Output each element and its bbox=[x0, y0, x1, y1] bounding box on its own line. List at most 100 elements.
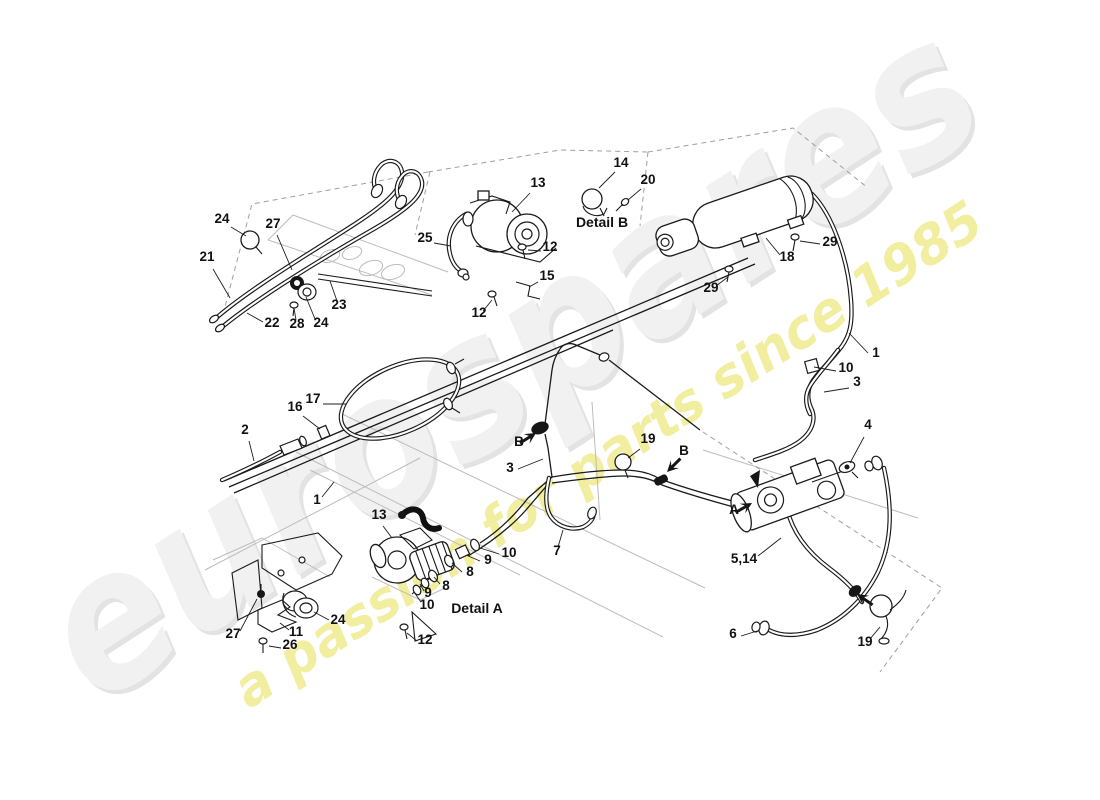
detail-label: Detail A bbox=[451, 600, 503, 616]
callout-leader bbox=[849, 436, 865, 464]
part-callout: 12 bbox=[542, 239, 557, 254]
callout-leader bbox=[268, 645, 282, 649]
callout-leader bbox=[823, 387, 850, 393]
part-callout: 24 bbox=[330, 612, 346, 627]
callout-leader bbox=[813, 366, 837, 372]
part-callout: 27 bbox=[225, 626, 240, 641]
part-callout: 1 bbox=[313, 492, 321, 507]
pipe-bundle bbox=[223, 257, 756, 595]
part-callout: 10 bbox=[501, 545, 516, 560]
pump-assembly-detail-a bbox=[369, 506, 481, 642]
part-callout: 12 bbox=[471, 305, 486, 320]
part-callout: 18 bbox=[779, 249, 795, 264]
pipe-unions bbox=[279, 352, 610, 520]
detail-b-clamp bbox=[581, 188, 630, 217]
bracket-clamp-assembly bbox=[231, 532, 343, 653]
canister-bolts-29 bbox=[724, 233, 800, 283]
callout-leader bbox=[230, 226, 247, 237]
arrow-a-hose bbox=[857, 594, 874, 607]
callout-leader bbox=[246, 312, 264, 323]
part-callout: 14 bbox=[613, 155, 629, 170]
part-callout: 9 bbox=[484, 552, 492, 567]
part-callout: 13 bbox=[530, 175, 546, 190]
callout-leader bbox=[406, 632, 418, 642]
callout-leader bbox=[527, 249, 542, 252]
part-callout: 26 bbox=[282, 637, 298, 652]
callout-leader bbox=[715, 276, 729, 287]
part-callout: 16 bbox=[287, 399, 303, 414]
callout-leader bbox=[740, 630, 758, 637]
part-callout: 3 bbox=[853, 374, 861, 389]
part-callout: 8 bbox=[466, 564, 474, 579]
callout-leader bbox=[869, 626, 881, 640]
callout-leader bbox=[765, 237, 781, 256]
part-callout: 21 bbox=[199, 249, 215, 264]
part-callout: A bbox=[729, 502, 739, 517]
callout-leader bbox=[329, 280, 338, 302]
watermark-brand: eurospares bbox=[0, 0, 1018, 744]
callout-leader bbox=[212, 268, 231, 299]
part-callout: 29 bbox=[822, 234, 837, 249]
part-callout: 28 bbox=[289, 316, 305, 331]
part-callout: 10 bbox=[838, 360, 853, 375]
callout-leader bbox=[479, 547, 500, 555]
callout-leader bbox=[465, 554, 481, 562]
callout-leader bbox=[482, 299, 493, 312]
callout-leader bbox=[848, 332, 869, 354]
pump-assembly-top bbox=[457, 190, 557, 307]
part-callout: 1 bbox=[872, 345, 880, 360]
callout-leader bbox=[419, 583, 425, 592]
callout-leader bbox=[511, 192, 531, 213]
part-callout: 10 bbox=[419, 597, 434, 612]
callout-leader bbox=[239, 598, 258, 632]
accumulator-canister bbox=[655, 175, 814, 257]
callout-leader bbox=[321, 481, 335, 498]
part-callout: 23 bbox=[331, 297, 347, 312]
callout-leader bbox=[293, 307, 297, 321]
callout-leader bbox=[528, 281, 539, 288]
callout-leader bbox=[433, 242, 452, 247]
part-callout: 27 bbox=[265, 216, 280, 231]
construction-dashed-lines bbox=[221, 127, 943, 673]
callout-leader bbox=[276, 234, 293, 271]
callout-leader bbox=[451, 562, 463, 573]
part-callout: 22 bbox=[264, 315, 279, 330]
callout-leader bbox=[248, 440, 255, 462]
part-callout: 17 bbox=[305, 391, 320, 406]
part-callout: 5,14 bbox=[731, 551, 758, 566]
part-callout: 6 bbox=[729, 626, 737, 641]
callout-leader bbox=[627, 188, 642, 201]
part-callout: 19 bbox=[640, 431, 655, 446]
part-callout: 9 bbox=[424, 585, 432, 600]
arrow-a-rack bbox=[734, 503, 752, 514]
callout-leader bbox=[313, 611, 330, 621]
pipe-clips bbox=[531, 357, 907, 645]
hose-clamp-stack bbox=[208, 183, 433, 333]
callout-leader bbox=[517, 458, 544, 470]
steering-rack bbox=[730, 455, 883, 636]
callout-leader bbox=[598, 171, 616, 189]
part-callout: 25 bbox=[417, 230, 433, 245]
part-callout: 29 bbox=[703, 280, 718, 295]
callout-leader bbox=[557, 529, 564, 548]
detail-label: Detail B bbox=[576, 214, 628, 230]
part-callout: B bbox=[514, 434, 524, 449]
part-callout: 8 bbox=[442, 578, 450, 593]
callout-leader bbox=[799, 240, 821, 245]
part-callout: 4 bbox=[864, 417, 872, 432]
part-callout: 11 bbox=[289, 624, 304, 639]
part-callout: 19 bbox=[857, 634, 872, 649]
callout-leader bbox=[279, 622, 290, 631]
callout-leader bbox=[757, 537, 782, 557]
part-callout: 15 bbox=[539, 268, 555, 283]
callout-leader bbox=[433, 576, 441, 585]
part-callout: 13 bbox=[371, 507, 387, 522]
part-callout: 20 bbox=[640, 172, 655, 187]
part-callout: 3 bbox=[506, 460, 514, 475]
part-callout: B bbox=[679, 443, 689, 458]
part-callout: 24 bbox=[214, 211, 230, 226]
part-callout: 7 bbox=[553, 543, 561, 558]
